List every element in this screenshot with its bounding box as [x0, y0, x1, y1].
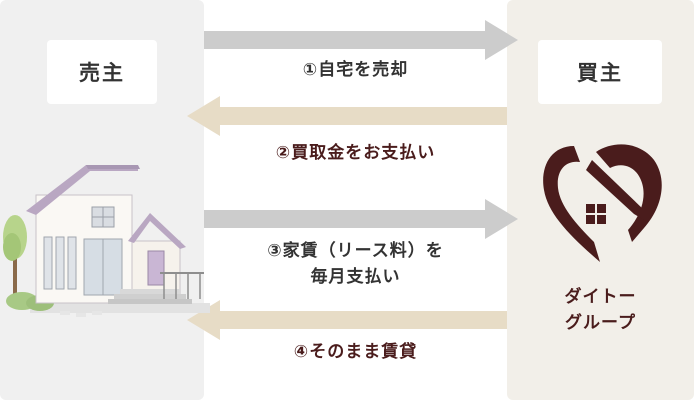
step-3-label: ③家賃（リース料）を 毎月支払い: [204, 238, 507, 290]
step-3-line-2: 毎月支払い: [310, 267, 401, 287]
seller-label-text: 売主: [79, 61, 125, 85]
arrow-left-4: [187, 300, 507, 340]
company-name-line-2: グループ: [565, 313, 636, 333]
arrow-right-1: [204, 20, 518, 60]
step-4-label: ④そのまま賃貸: [293, 342, 418, 362]
step-2-label: ②買取金をお支払い: [275, 143, 436, 163]
arrow-right-3: [204, 199, 518, 239]
step-3-line-1: ③家賃（リース料）を: [267, 241, 444, 261]
step-1-label: ①自宅を売却: [302, 60, 409, 80]
buyer-label-text: 買主: [577, 61, 623, 85]
buyer-label: 買主: [538, 40, 662, 104]
company-name: ダイトー グループ: [507, 284, 694, 336]
house-illustration-icon: [3, 165, 210, 317]
seller-label: 売主: [47, 40, 157, 104]
arrow-left-2: [187, 96, 507, 136]
company-name-line-1: ダイトー: [564, 287, 637, 307]
heart-house-logo-icon: [543, 144, 662, 262]
